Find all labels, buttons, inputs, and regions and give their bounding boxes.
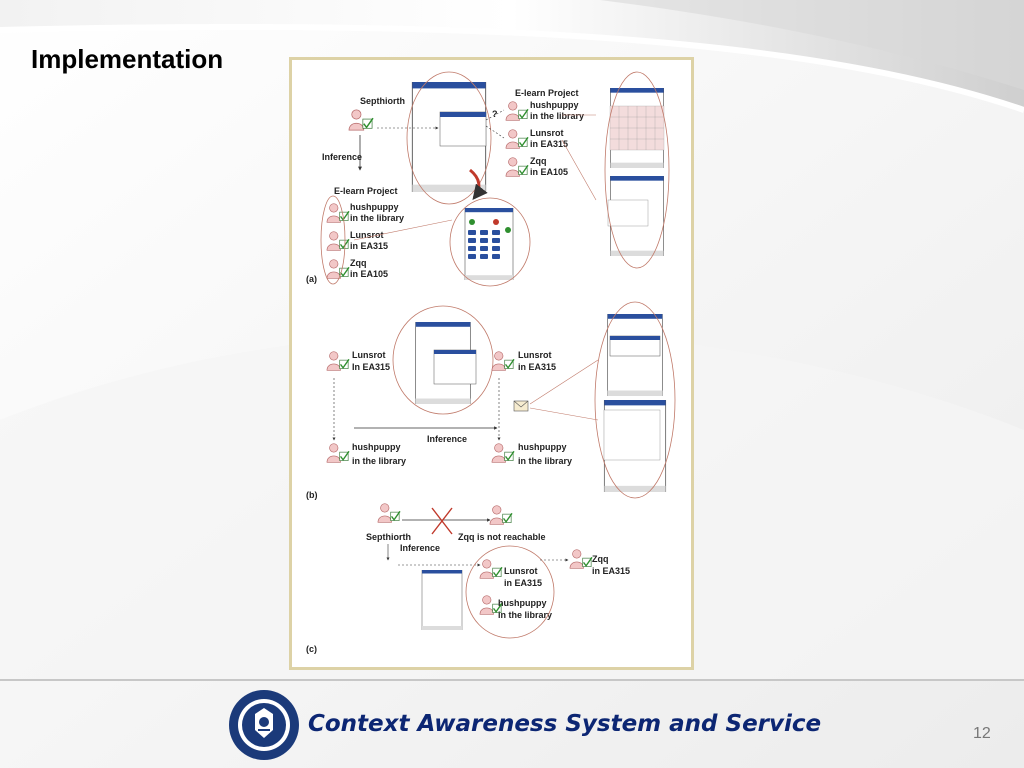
contact-name: Lunsrot bbox=[350, 230, 384, 240]
person-icon bbox=[326, 350, 350, 372]
envelope-icon bbox=[513, 400, 529, 412]
contact-name: Lunsrot bbox=[504, 566, 538, 576]
contact-name: hushpuppy bbox=[498, 598, 547, 608]
contact-name: Zqq bbox=[530, 156, 547, 166]
person-icon bbox=[326, 202, 350, 224]
panel-a-inference: Inference bbox=[322, 152, 362, 162]
contact-place: in EA315 bbox=[504, 578, 542, 588]
pda-dialpad bbox=[464, 208, 514, 280]
contact-place: in the library bbox=[530, 111, 584, 121]
footer-divider bbox=[0, 679, 1024, 681]
slide-title: Implementation bbox=[31, 44, 224, 74]
contact-name: Zqq bbox=[350, 258, 367, 268]
panel-c: Septhiorth Zqq is not reachable Inferenc… bbox=[306, 502, 630, 654]
contact-name: Zqq bbox=[592, 554, 609, 564]
contact-place: in EA105 bbox=[530, 167, 568, 177]
contact-place: in EA315 bbox=[350, 241, 388, 251]
panel-a-project-right: E-learn Project bbox=[515, 88, 579, 98]
panel-a-project: E-learn Project bbox=[334, 186, 398, 196]
contact-place: in the library bbox=[518, 456, 572, 466]
person-icon bbox=[491, 350, 515, 372]
contact-place: in EA315 bbox=[530, 139, 568, 149]
person-icon bbox=[377, 502, 401, 524]
cross-icon bbox=[431, 507, 453, 535]
panel-c-inference: Inference bbox=[400, 543, 440, 553]
dialpad-keys bbox=[468, 219, 511, 259]
contact-place: in EA315 bbox=[592, 566, 630, 576]
person-icon bbox=[326, 230, 350, 252]
panel-a-label: (a) bbox=[306, 274, 317, 284]
person-icon bbox=[505, 128, 529, 150]
contact-place: In EA315 bbox=[352, 362, 390, 372]
panel-a-user: Septhiorth bbox=[360, 96, 405, 106]
contact-name: hushpuppy bbox=[352, 442, 401, 452]
figure-diagram: Septhiorth Inference E-learn Project hus… bbox=[306, 71, 676, 654]
contact-place: in EA315 bbox=[518, 362, 556, 372]
footer-title: Context Awareness System and Service bbox=[308, 711, 822, 737]
person-icon bbox=[326, 442, 350, 464]
page-number: 12 bbox=[973, 725, 991, 742]
person-icon bbox=[348, 109, 374, 131]
panel-b-inference: Inference bbox=[427, 434, 467, 444]
contact-name: hushpuppy bbox=[518, 442, 567, 452]
person-icon bbox=[489, 504, 513, 526]
pda-contact-list-small bbox=[421, 570, 463, 630]
person-icon bbox=[479, 558, 503, 580]
contact-name: Lunsrot bbox=[518, 350, 552, 360]
panel-b-label: (b) bbox=[306, 490, 318, 500]
contact-name: hushpuppy bbox=[530, 100, 579, 110]
panel-b: Lunsrot In EA315 hushpuppy in the librar… bbox=[306, 301, 676, 500]
person-icon bbox=[569, 548, 593, 570]
contact-place: in the library bbox=[350, 213, 404, 223]
person-icon bbox=[505, 156, 529, 178]
unreachable-text: Zqq is not reachable bbox=[458, 532, 546, 542]
panel-a: Septhiorth Inference E-learn Project hus… bbox=[306, 71, 670, 287]
figure-frame: Septhiorth Inference E-learn Project hus… bbox=[289, 57, 694, 670]
contact-name: Lunsrot bbox=[530, 128, 564, 138]
contact-place: in the library bbox=[498, 610, 552, 620]
question-mark: ? bbox=[492, 109, 498, 119]
contact-name: hushpuppy bbox=[350, 202, 399, 212]
person-icon bbox=[505, 100, 529, 122]
contact-name: Lunsrot bbox=[352, 350, 386, 360]
contact-place: in the library bbox=[352, 456, 406, 466]
university-seal-icon bbox=[229, 690, 299, 760]
panel-c-label: (c) bbox=[306, 644, 317, 654]
person-icon bbox=[491, 442, 515, 464]
panel-c-user: Septhiorth bbox=[366, 532, 411, 542]
contact-place: in EA105 bbox=[350, 269, 388, 279]
person-icon bbox=[326, 258, 350, 280]
